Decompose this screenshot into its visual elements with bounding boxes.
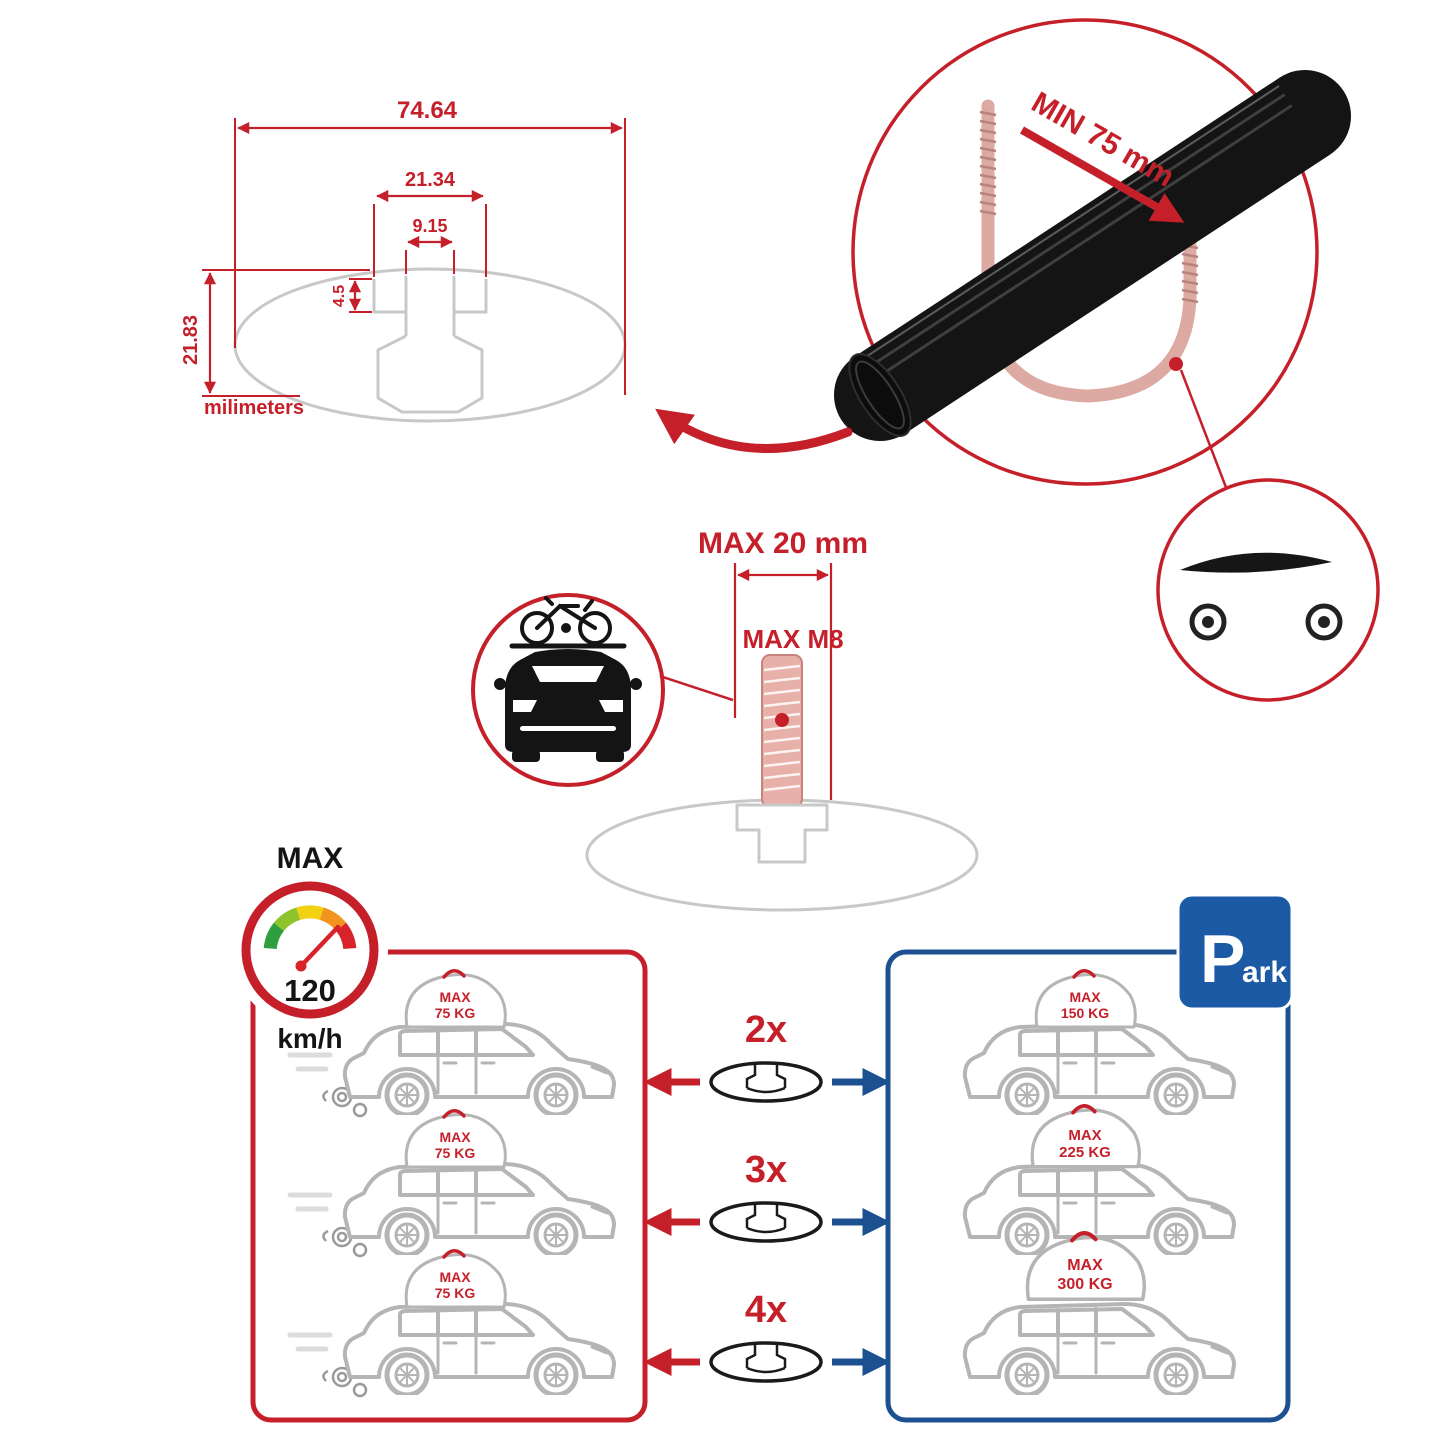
- cargo-load-value: 300 KG: [1057, 1276, 1112, 1293]
- dim-channel-inner: 9.15: [412, 216, 447, 236]
- count-label: 3x: [745, 1149, 787, 1191]
- dim-channel-outer: 21.34: [405, 169, 456, 191]
- count-label: 4x: [745, 1289, 787, 1331]
- park-sign: P ark: [1176, 893, 1294, 1011]
- dim-wall-depth: 4.5: [331, 285, 348, 307]
- dim-total-height: 21.83: [180, 315, 202, 365]
- oval-bar-icon: [709, 1201, 823, 1243]
- max-length-label: MAX 20 mm: [698, 527, 868, 560]
- wheel-hub: [1318, 616, 1330, 628]
- cargo-load-value: 75 KG: [435, 1145, 476, 1161]
- cargo-load-label: MAX: [439, 989, 471, 1005]
- min-clearance-arrow: [1020, 126, 1185, 223]
- oval-bar-icon: [709, 1341, 823, 1383]
- park-letter: P: [1200, 921, 1245, 997]
- t-head: [735, 803, 829, 864]
- max-thread-label: MAX M8: [742, 624, 843, 654]
- speed-units: km/h: [277, 1023, 342, 1054]
- count-label: 2x: [745, 1009, 787, 1051]
- cargo-load-value: 75 KG: [435, 1005, 476, 1021]
- speedometer-ring: [241, 881, 379, 1019]
- dim-total-width: 74.64: [397, 97, 458, 124]
- bottom-section: MAX 75 KG MAX 75 KG MAX 75 KG MAX 150 KG…: [232, 842, 1294, 1423]
- bar-closeup: MIN 75 mm: [834, 18, 1351, 491]
- bar-count-rows: 2x 3x 4x: [643, 1009, 891, 1383]
- callout-dot: [1169, 357, 1183, 371]
- speed-max-label: MAX: [277, 842, 344, 875]
- cargo-load-label: MAX: [1068, 1127, 1101, 1144]
- suv-circle-bg: [1158, 480, 1378, 700]
- curved-arrow: [655, 408, 853, 453]
- t-slot-profile: [372, 276, 488, 414]
- wheel-icon: [1305, 603, 1343, 641]
- suv-roofbox-circle: [1156, 478, 1380, 702]
- park-sign-plate: [1176, 893, 1294, 1011]
- cross-section-diagram: 74.64 21.34 9.15 4.5 21.83 milimeters: [180, 97, 627, 423]
- crossbar-3d-icon: [834, 70, 1351, 441]
- cargo-load-label: MAX: [439, 1129, 471, 1145]
- cargo-load-label: MAX: [1069, 989, 1101, 1005]
- wheel-icon: [1189, 603, 1227, 641]
- speedometer-needle-pivot: [295, 960, 307, 972]
- park-rest: ark: [1242, 956, 1287, 989]
- parked-cars: MAX 150 KG MAX 225 KG MAX 300 KG: [965, 969, 1234, 1395]
- cargo-load-value: 75 KG: [435, 1285, 476, 1301]
- cargo-load-label: MAX: [1067, 1257, 1103, 1274]
- cargo-load-label: MAX: [439, 1269, 471, 1285]
- bolt-icon: [735, 654, 829, 864]
- units-label: milimeters: [204, 397, 304, 419]
- cargo-load-value: 225 KG: [1059, 1144, 1111, 1161]
- oval-bar-icon: [709, 1061, 823, 1103]
- callout-line: [1179, 369, 1229, 491]
- driving-cars: MAX 75 KG MAX 75 KG MAX 75 KG: [290, 969, 614, 1398]
- bike-icon: [509, 596, 627, 649]
- bike-car-circle: [471, 593, 734, 787]
- roof-box-icon: [1180, 552, 1332, 573]
- wheel-hub: [1202, 616, 1214, 628]
- speedometer-gauge-icon: [263, 905, 357, 950]
- suv-circle-ring: [1156, 478, 1380, 702]
- car-front-icon: [494, 649, 642, 762]
- cargo-load-value: 150 KG: [1061, 1005, 1109, 1021]
- bike-car-callout-line: [659, 674, 734, 702]
- bolt-diagram: MAX 20 mm MAX M8: [471, 527, 979, 912]
- speedometer: MAX 120 km/h: [232, 842, 388, 1054]
- speedometer-needle-icon: [298, 924, 341, 969]
- speed-value: 120: [284, 973, 336, 1008]
- callout-dot: [775, 713, 789, 727]
